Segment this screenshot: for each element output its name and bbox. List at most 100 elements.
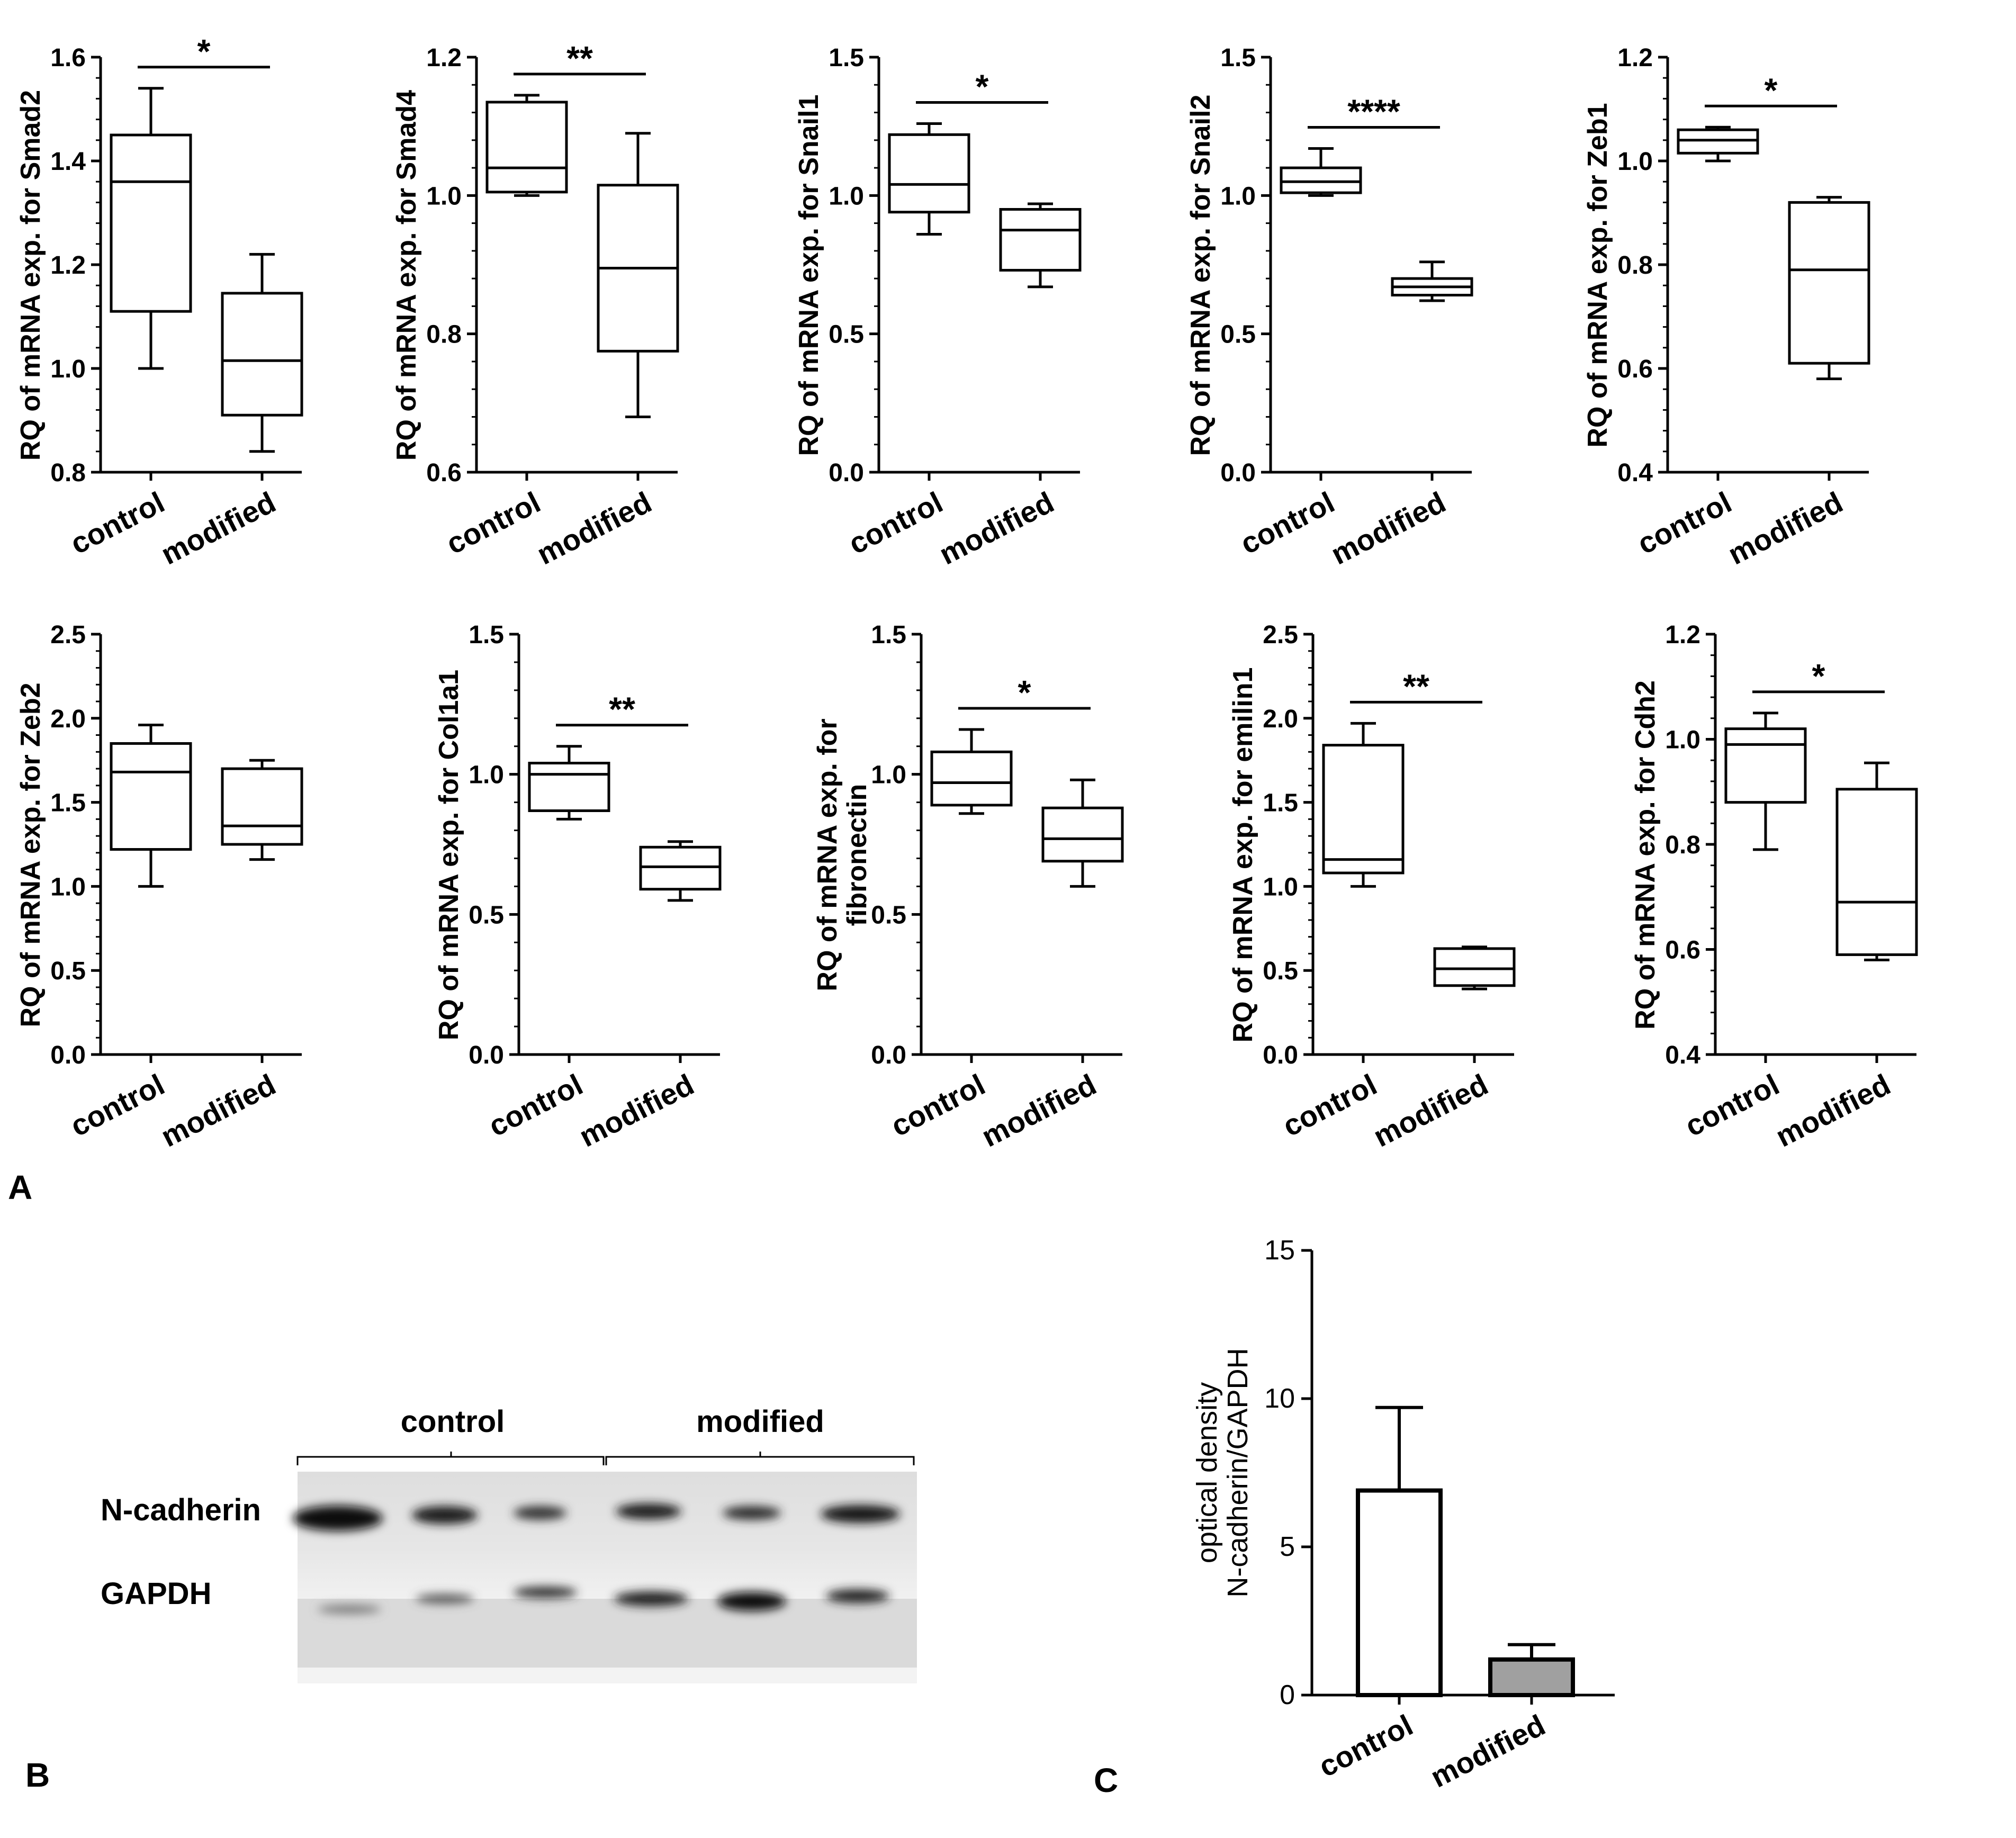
iqr-box	[1322, 744, 1405, 875]
blot-membrane-edge	[298, 1668, 917, 1683]
y-tick-label: 0.5	[469, 901, 504, 929]
y-tick-label: 0.6	[1617, 355, 1653, 383]
blot-membrane-lower	[298, 1599, 917, 1668]
significance-marker: *	[197, 32, 211, 70]
iqr-box	[528, 761, 610, 812]
y-axis-label: RQ of mRNA exp. for	[812, 718, 843, 991]
y-tick-label: 1.2	[426, 44, 462, 72]
significance-marker: *	[1018, 673, 1031, 711]
iqr-box	[1280, 166, 1362, 194]
y-tick-label: 0.0	[1220, 459, 1256, 487]
y-tick-label: 1.4	[50, 148, 86, 176]
x-category-label: modified	[1425, 1708, 1550, 1794]
y-tick-label: 1.0	[871, 761, 906, 789]
y-tick-label: 0.5	[1263, 957, 1298, 985]
y-tick-label: 5	[1280, 1531, 1295, 1562]
box-modified	[1041, 778, 1124, 888]
y-tick-label: 1.5	[871, 621, 906, 649]
x-category-label: control	[1277, 1068, 1382, 1143]
y-tick-label: 0.8	[1665, 831, 1700, 859]
x-category-label: control	[65, 485, 170, 561]
box-modified	[1835, 761, 1918, 961]
y-axis-label: RQ of mRNA exp. for Zeb2	[15, 682, 46, 1027]
y-tick-label: 0.5	[1220, 321, 1256, 349]
y-tick-label: 0.8	[426, 321, 462, 349]
y-tick-label: 2.0	[1263, 705, 1298, 733]
significance-marker: **	[566, 39, 593, 77]
box-modified	[1391, 260, 1473, 302]
box-control	[1677, 125, 1759, 163]
x-category-label: modified	[156, 1068, 281, 1154]
y-axis-label: RQ of mRNA exp. for emilin1	[1228, 668, 1258, 1043]
x-category-label: modified	[574, 1068, 699, 1154]
box-modified	[1788, 196, 1870, 381]
significance-marker: **	[609, 690, 635, 728]
x-category-label: modified	[1368, 1068, 1493, 1154]
y-axis-label: RQ of mRNA exp. for Smad2	[15, 90, 46, 461]
y-axis-label: RQ of mRNA exp. for Col1a1	[434, 670, 464, 1040]
y-axis-label: fibronectin	[842, 784, 872, 926]
box-control	[888, 122, 970, 236]
y-axis-label: RQ of mRNA exp. for Snail1	[794, 95, 824, 456]
iqr-box	[485, 101, 568, 194]
y-tick-label: 1.2	[1665, 621, 1700, 649]
y-tick-label: 0.0	[469, 1041, 504, 1069]
y-axis-label: RQ of mRNA exp. for Snail2	[1185, 95, 1216, 456]
y-tick-label: 0.4	[1665, 1041, 1700, 1069]
iqr-box	[999, 208, 1082, 272]
iqr-box	[930, 750, 1013, 807]
box-control	[110, 724, 192, 888]
y-tick-label: 1.5	[1263, 789, 1298, 817]
bar-control	[1356, 1405, 1443, 1698]
bar	[1488, 1657, 1575, 1698]
y-tick-label: 0.5	[871, 901, 906, 929]
y-tick-label: 0.5	[829, 321, 864, 349]
box-modified	[221, 759, 303, 861]
y-axis-label: RQ of mRNA exp. for Cdh2	[1630, 680, 1661, 1030]
y-axis-label: RQ of mRNA exp. for Smad4	[391, 90, 422, 461]
x-category-label: control	[483, 1068, 588, 1143]
y-tick-label: 0.8	[1617, 251, 1653, 280]
y-tick-label: 1.2	[50, 251, 86, 280]
iqr-box	[1835, 788, 1918, 956]
y-tick-label: 1.0	[1665, 726, 1700, 754]
iqr-box	[110, 133, 192, 313]
x-category-label: modified	[532, 485, 656, 571]
y-tick-label: 0.5	[50, 957, 86, 985]
significance-marker: **	[1403, 667, 1429, 705]
y-tick-label: 1.5	[1220, 44, 1256, 72]
y-tick-label: 15	[1264, 1235, 1295, 1266]
y-tick-label: 0.8	[50, 459, 86, 487]
x-category-label: control	[441, 485, 546, 561]
box-modified	[221, 253, 303, 453]
x-category-label: control	[1632, 485, 1737, 561]
blot-group-modified: modified	[696, 1404, 824, 1439]
iqr-box	[1041, 806, 1124, 863]
x-category-label: modified	[934, 485, 1059, 571]
y-tick-label: 1.5	[829, 44, 864, 72]
y-tick-label: 1.0	[1617, 148, 1653, 176]
y-tick-label: 10	[1264, 1383, 1295, 1414]
significance-marker: *	[1812, 657, 1825, 695]
y-tick-label: 0	[1280, 1680, 1295, 1710]
iqr-box	[221, 292, 303, 417]
iqr-box	[221, 767, 303, 846]
x-category-label: control	[1313, 1708, 1418, 1783]
bar	[1356, 1488, 1443, 1698]
significance-marker: *	[1765, 71, 1778, 109]
y-tick-label: 1.5	[469, 621, 504, 649]
x-category-label: modified	[976, 1068, 1101, 1154]
box-modified	[639, 840, 722, 902]
panel-label-a: A	[8, 1168, 32, 1206]
x-category-label: modified	[156, 485, 281, 571]
y-tick-label: 1.0	[1263, 873, 1298, 901]
y-tick-label: 1.2	[1617, 44, 1653, 72]
box-modified	[999, 202, 1082, 289]
